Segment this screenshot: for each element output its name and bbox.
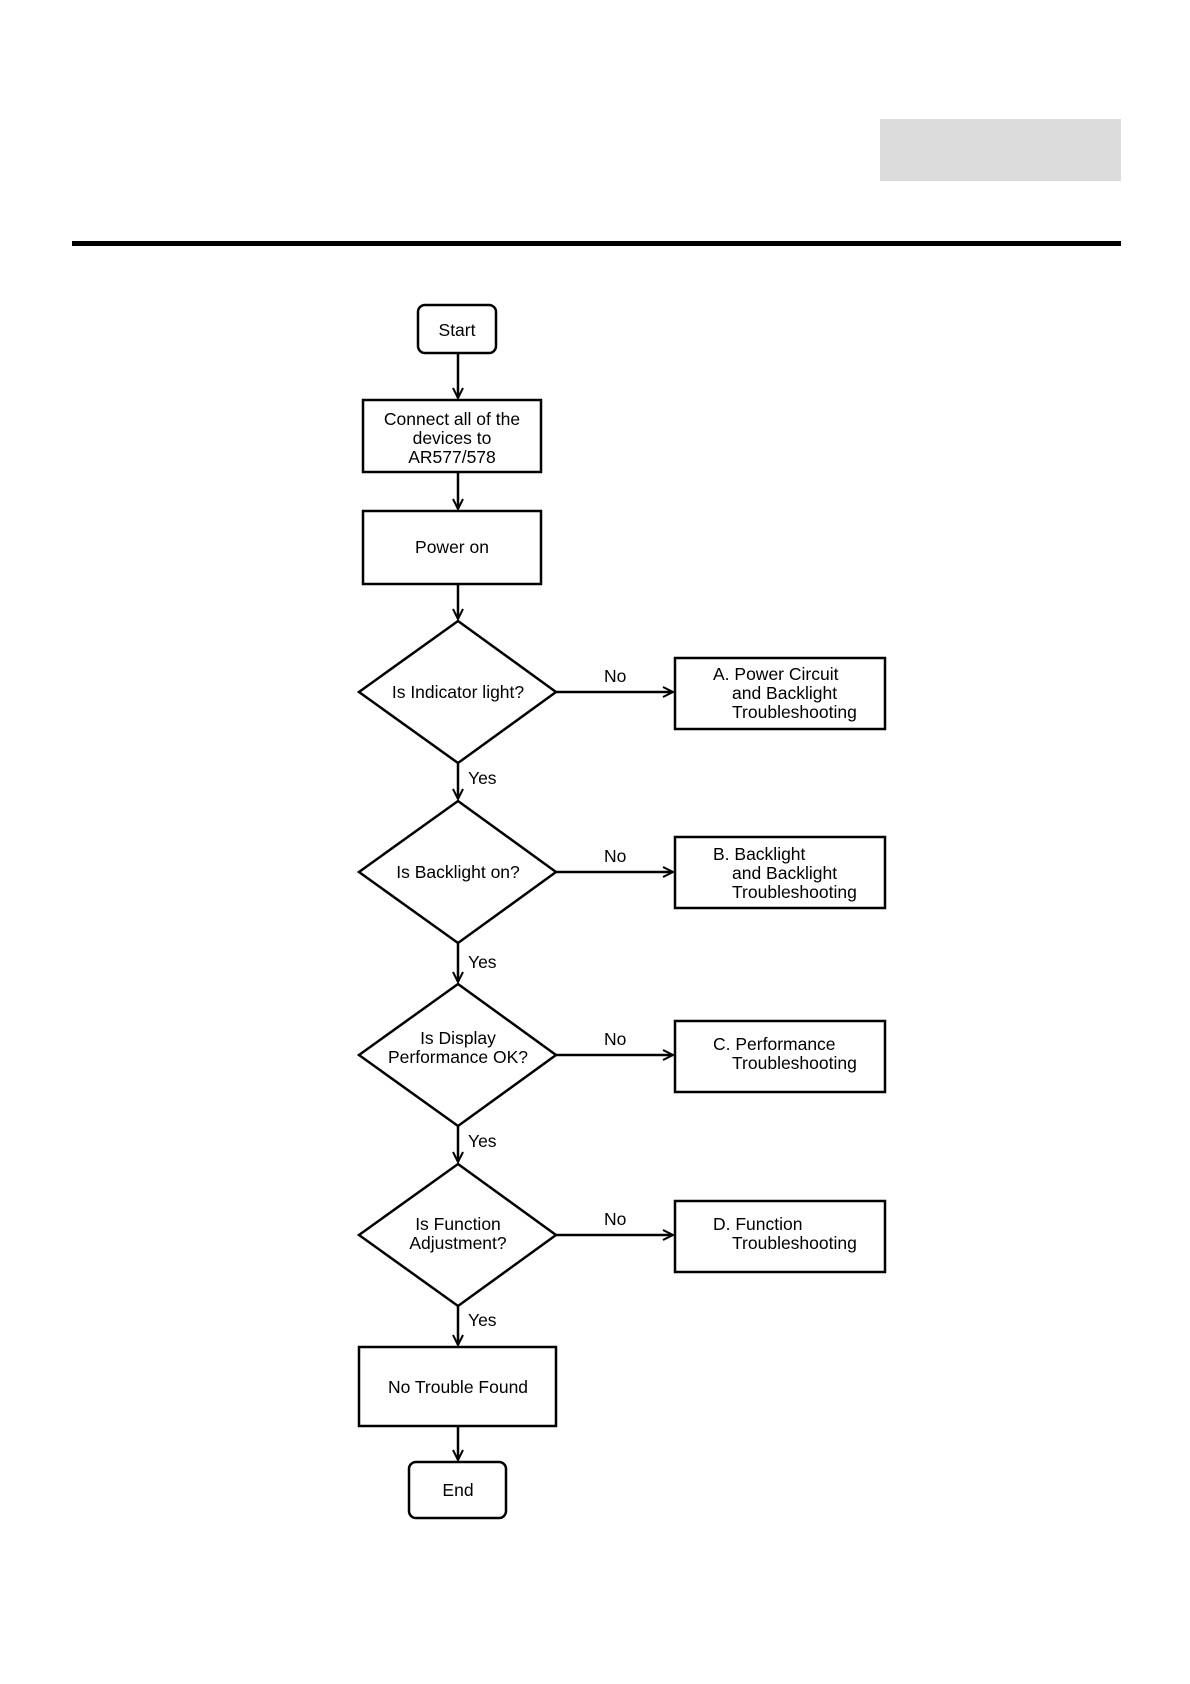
no-trouble-found-box <box>357 1345 558 1428</box>
target-a-box <box>673 656 887 731</box>
power-on-box <box>361 509 543 586</box>
decision-2-yes-label: Yes <box>468 952 497 972</box>
decision-3-yes-label: Yes <box>468 1131 497 1151</box>
decision-1-question: Is Indicator light? <box>392 682 525 702</box>
target-b-line-1: B. Backlight <box>713 844 806 864</box>
no-trouble-found-label: No Trouble Found <box>388 1377 528 1397</box>
power-on-label: Power on <box>415 537 489 557</box>
decision-3-question-line-1: Is Display <box>420 1028 496 1048</box>
decision-1-yes-label: Yes <box>468 768 497 788</box>
target-a-line-2: and Backlight <box>732 683 837 703</box>
header-gray-box <box>880 119 1121 181</box>
target-c-line-1: C. Performance <box>713 1034 836 1054</box>
end-terminal <box>407 1460 508 1520</box>
target-c-box <box>673 1019 887 1094</box>
decision-2-no-label: No <box>604 846 626 866</box>
target-a-line-1: A. Power Circuit <box>713 664 839 684</box>
decision-3-question-line-2: Performance OK? <box>388 1047 528 1067</box>
decision-3-no-label: No <box>604 1029 626 1049</box>
decision-2-question: Is Backlight on? <box>396 862 520 882</box>
decision-4-no-label: No <box>604 1209 626 1229</box>
connect-line-3: AR577/578 <box>408 447 496 467</box>
connect-line-2: devices to <box>413 428 492 448</box>
decision-4-question-line-2: Adjustment? <box>409 1233 507 1253</box>
connect-devices-box <box>361 398 543 474</box>
target-d-line-2: Troubleshooting <box>732 1233 857 1253</box>
target-a-line-3: Troubleshooting <box>732 702 857 722</box>
start-label: Start <box>439 320 476 340</box>
target-c-line-2: Troubleshooting <box>732 1053 857 1073</box>
target-b-line-3: Troubleshooting <box>732 882 857 902</box>
target-d-box <box>673 1199 887 1274</box>
target-b-box <box>673 835 887 910</box>
target-d-line-1: D. Function <box>713 1214 802 1234</box>
header-rule <box>72 241 1121 246</box>
target-b-line-2: and Backlight <box>732 863 837 883</box>
connect-line-1: Connect all of the <box>384 409 520 429</box>
end-label: End <box>442 1480 473 1500</box>
decision-1-no-label: No <box>604 666 626 686</box>
decision-4-yes-label: Yes <box>468 1310 497 1330</box>
decision-4-question-line-1: Is Function <box>415 1214 501 1234</box>
